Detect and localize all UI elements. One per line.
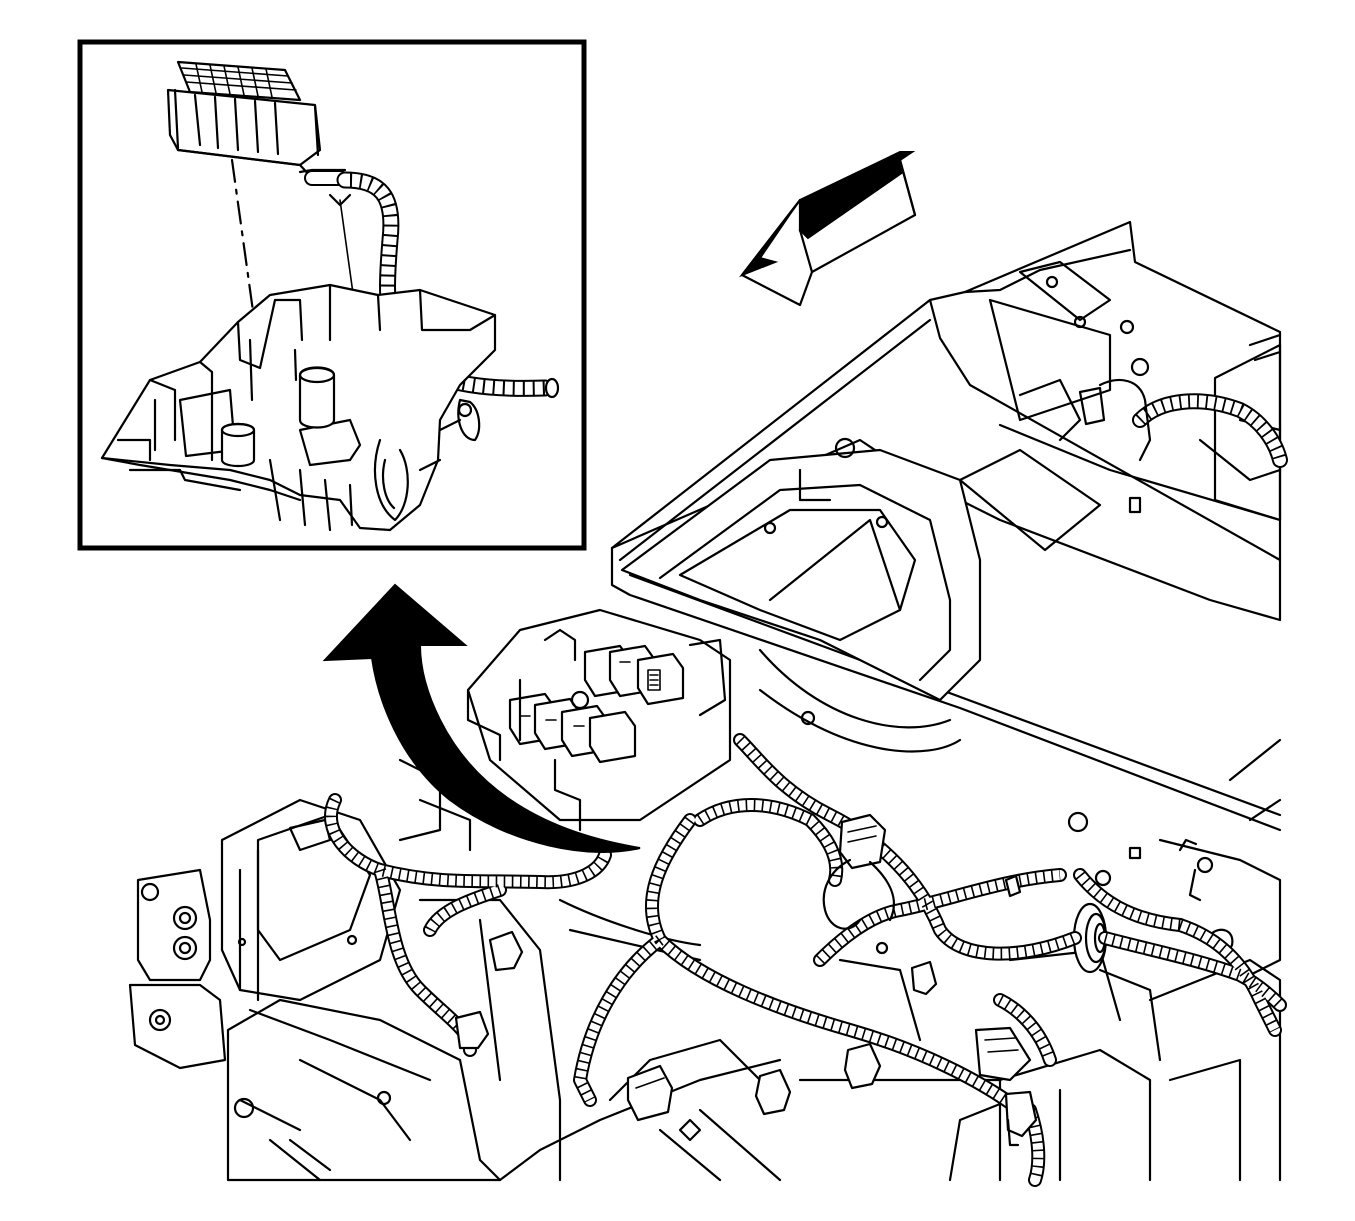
right-components: [1018, 378, 1282, 982]
mounting-bracket: [100, 283, 497, 532]
crossmember: [620, 437, 982, 702]
fuse-relay-block: [466, 608, 732, 832]
wheelhouse: [758, 648, 1112, 887]
left-bracket: [128, 758, 502, 1182]
main-illustration: [128, 220, 1288, 1187]
radiator-support-frame: [610, 220, 1282, 832]
harness-connectors: [454, 813, 1198, 1147]
relay: [508, 644, 685, 764]
curved-arrow-up-icon: [322, 583, 641, 853]
block-arrow-left-icon: [738, 151, 917, 307]
inset-detail: [77, 39, 587, 551]
wire-harness-main: [324, 378, 1288, 1187]
connector-block: [166, 60, 322, 180]
